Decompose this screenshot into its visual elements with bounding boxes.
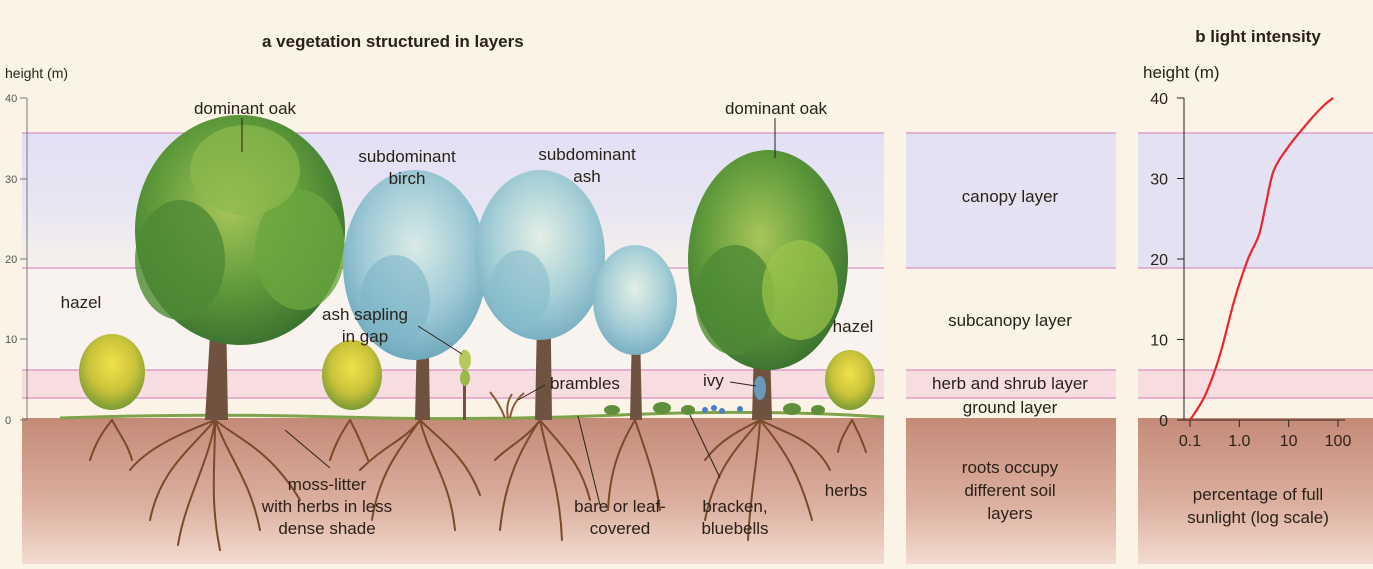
label-bracken-bluebells: bracken, bbox=[702, 497, 767, 516]
hazel-middle bbox=[322, 340, 382, 410]
label-hazel-right: hazel bbox=[833, 317, 874, 336]
height-tick: 30 bbox=[5, 174, 17, 186]
label-bracken-bluebells: bluebells bbox=[701, 519, 768, 538]
ash-small-crown bbox=[593, 245, 677, 355]
layer-names-panel: canopy layer subcanopy layer herb and sh… bbox=[906, 0, 1116, 564]
oak-right-crown bbox=[688, 150, 848, 370]
panel-b-x-label: percentage of full bbox=[1193, 485, 1323, 504]
label-subdominant-birch: subdominant bbox=[358, 147, 456, 166]
y-tick-label: 0 bbox=[1159, 413, 1168, 430]
label-dominant-oak-right: dominant oak bbox=[725, 99, 828, 118]
label-bare-or-leaf-covered: covered bbox=[590, 519, 650, 538]
y-tick-label: 30 bbox=[1150, 172, 1168, 189]
layer-roots: roots occupy bbox=[962, 458, 1059, 477]
x-tick-label: 1.0 bbox=[1228, 433, 1250, 450]
layer-ground: ground layer bbox=[963, 398, 1058, 417]
panel-b-title: b light intensity bbox=[1195, 27, 1321, 46]
hazel-right bbox=[825, 350, 875, 410]
panel-b-y-label: height (m) bbox=[1143, 63, 1220, 82]
height-tick: 0 bbox=[5, 415, 11, 427]
layer-roots: different soil bbox=[964, 481, 1055, 500]
label-subdominant-ash: ash bbox=[573, 167, 600, 186]
panel-b-x-label: sunlight (log scale) bbox=[1187, 508, 1329, 527]
panel-a: 0 10 20 30 40 height (m) a vegetation st… bbox=[0, 0, 884, 564]
x-tick-label: 0.1 bbox=[1179, 433, 1201, 450]
hazel-left bbox=[79, 334, 145, 410]
height-tick: 40 bbox=[5, 93, 17, 105]
label-moss-litter: moss-litter bbox=[288, 475, 367, 494]
label-ash-sapling: in gap bbox=[342, 327, 388, 346]
panel-a-title: a vegetation structured in layers bbox=[262, 32, 524, 51]
label-bare-or-leaf-covered: bare or leaf- bbox=[574, 497, 666, 516]
label-ash-sapling: ash sapling bbox=[322, 305, 408, 324]
label-subdominant-ash: subdominant bbox=[538, 145, 636, 164]
label-hazel-left: hazel bbox=[61, 293, 102, 312]
label-moss-litter: dense shade bbox=[278, 519, 375, 538]
height-tick: 20 bbox=[5, 254, 17, 266]
height-tick: 10 bbox=[5, 334, 17, 346]
y-tick-label: 10 bbox=[1150, 333, 1168, 350]
label-herbs: herbs bbox=[825, 481, 868, 500]
label-brambles: brambles bbox=[550, 374, 620, 393]
y-tick-label: 20 bbox=[1150, 252, 1168, 269]
panel-b: b light intensity height (m) 0 10 20 30 40 0.… bbox=[1138, 0, 1373, 564]
layer-roots: layers bbox=[987, 504, 1032, 523]
x-tick-label: 100 bbox=[1325, 433, 1352, 450]
ivy-patch bbox=[754, 376, 766, 400]
label-subdominant-birch: birch bbox=[389, 169, 426, 188]
layer-canopy: canopy layer bbox=[962, 187, 1059, 206]
x-tick-label: 10 bbox=[1280, 433, 1298, 450]
label-dominant-oak-left: dominant oak bbox=[194, 99, 297, 118]
oak-left-crown bbox=[135, 115, 345, 345]
soil-band bbox=[22, 418, 884, 564]
layer-subcanopy: subcanopy layer bbox=[948, 311, 1072, 330]
height-axis-label: height (m) bbox=[5, 65, 68, 81]
label-ivy: ivy bbox=[703, 371, 724, 390]
ash-crown bbox=[475, 170, 605, 340]
layer-herb-shrub: herb and shrub layer bbox=[932, 374, 1088, 393]
y-tick-label: 40 bbox=[1150, 91, 1168, 108]
label-moss-litter: with herbs in less bbox=[261, 497, 392, 516]
